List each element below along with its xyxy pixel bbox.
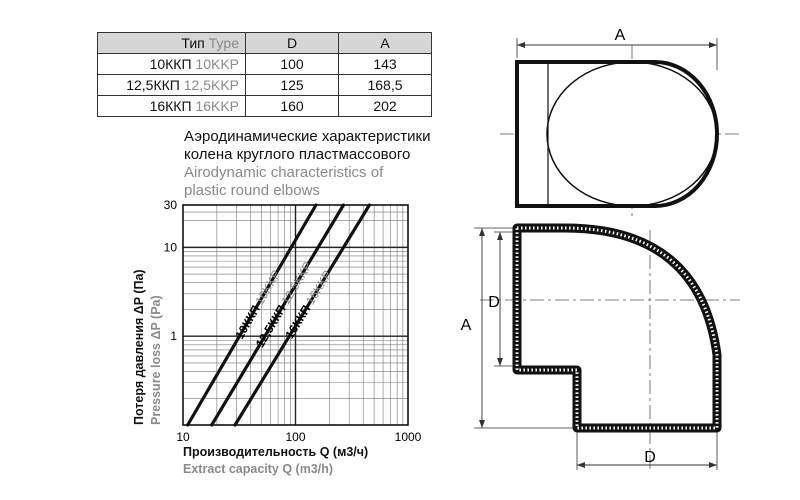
- dimension-a-top: A: [615, 27, 626, 44]
- x-tick-label: 1000: [395, 430, 422, 444]
- series-line: [210, 203, 346, 427]
- dimension-a-left: A: [461, 317, 472, 334]
- y-axis-label-en: Pressure loss ΔP (Pa): [149, 295, 163, 425]
- row-a: 168,5: [338, 74, 432, 96]
- elbow-wall-texture: [515, 226, 719, 430]
- chart-tick-labels: 10 100 1000 1 10 30: [164, 198, 422, 444]
- y-tick-label: 1: [170, 329, 177, 343]
- table-row: 16ККП 16KKP 160 202: [97, 95, 432, 117]
- row-d: 160: [245, 95, 339, 117]
- elbow-wall: [512, 223, 722, 433]
- dimension-d-left: D: [488, 294, 500, 311]
- y-tick-label: 30: [164, 198, 178, 212]
- row-type: 16ККП 16KKP: [97, 95, 246, 117]
- spec-table: Тип Type D A 10ККП 10KKP 100 143 12,5ККП…: [97, 32, 432, 117]
- x-axis-label-ru: Производительность Q (м3/ч): [183, 445, 369, 459]
- title-en-line2: plastic round elbows: [184, 182, 320, 199]
- elbow-top-view: A: [500, 27, 740, 220]
- row-type: 10ККП 10KKP: [97, 53, 246, 75]
- header-a: A: [338, 32, 432, 54]
- header-d: D: [245, 32, 339, 54]
- y-tick-label: 10: [164, 240, 178, 254]
- elbow-side-view: A D D: [461, 223, 740, 470]
- chart-title: Аэродинамические характеристики колена к…: [184, 128, 474, 200]
- row-a: 143: [338, 53, 432, 75]
- plot-frame: [182, 204, 409, 426]
- table-row: 10ККП 10KKP 100 143: [97, 53, 432, 75]
- x-tick-label: 100: [285, 430, 305, 444]
- chart-series: [186, 203, 372, 427]
- series-line: [186, 203, 318, 427]
- x-axis-label-en: Extract capacity Q (m3/h): [183, 462, 334, 476]
- title-ru-line2: колена круглого пластмассового: [184, 146, 411, 163]
- dimension-d-bottom: D: [644, 449, 656, 466]
- pipe-opening: [546, 61, 718, 207]
- header-type: Тип Type: [97, 32, 246, 54]
- y-axis-label-ru: Потеря давления ΔP (Па): [132, 269, 146, 425]
- title-en-line1: Airodynamic characteristics of: [184, 164, 384, 181]
- x-tick-label: 10: [176, 430, 190, 444]
- title-ru-line1: Аэродинамические характеристики: [184, 128, 431, 145]
- row-a: 202: [338, 95, 432, 117]
- series-line: [233, 203, 372, 427]
- row-type: 12,5ККП 12,5KKP: [97, 74, 246, 96]
- table-header-row: Тип Type D A: [97, 32, 432, 54]
